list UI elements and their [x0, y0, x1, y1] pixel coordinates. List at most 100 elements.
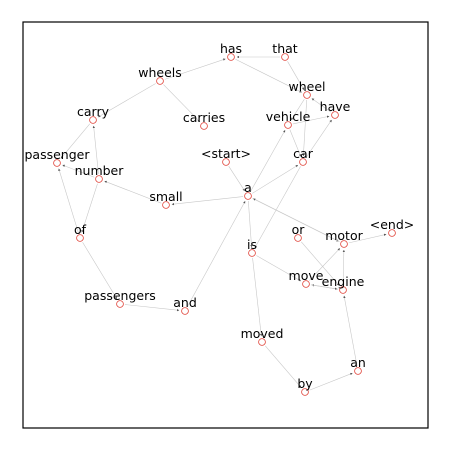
edge-have-to-wheel	[311, 98, 332, 113]
node-label-wheel: wheel	[289, 79, 326, 94]
node-label-passengers: passengers	[84, 288, 156, 303]
node-wheel: wheel	[289, 79, 326, 99]
node-that: that	[272, 41, 298, 61]
edge-motor-to-end	[348, 233, 387, 244]
node-label-motor: motor	[325, 228, 363, 243]
edge-small-to-number	[104, 180, 162, 204]
node-marker-start	[222, 158, 230, 166]
edge-move-to-motor	[309, 248, 341, 281]
node-wheels: wheels	[138, 65, 182, 85]
node-marker-have	[331, 111, 339, 119]
node-or: or	[292, 222, 306, 242]
node-marker-wheel	[303, 91, 311, 99]
edge-wheel-to-car	[302, 99, 308, 157]
node-label-a: a	[244, 180, 252, 195]
node-marker-engine	[339, 286, 347, 294]
edge-car-to-is	[254, 166, 301, 248]
edge-by-to-an	[309, 372, 353, 391]
edge-of-to-passenger	[58, 168, 79, 234]
edge-motor-to-a	[253, 198, 340, 243]
edge-has-to-wheel	[235, 58, 302, 93]
node-label-by: by	[297, 376, 313, 391]
node-marker-by	[301, 388, 309, 396]
node-number: number	[75, 163, 125, 183]
node-vehicle: vehicle	[266, 109, 311, 129]
edge-car-to-have	[305, 119, 332, 159]
node-marker-an	[354, 367, 362, 375]
edge-wheels-to-carry	[97, 83, 156, 118]
edge-of-to-passengers	[82, 242, 118, 300]
node-label-end: <end>	[370, 217, 415, 232]
node-marker-wheels	[156, 77, 164, 85]
node-label-car: car	[293, 146, 314, 161]
node-start: <start>	[201, 146, 251, 166]
edge-or-to-engine	[301, 241, 340, 286]
node-label-carry: carry	[77, 104, 110, 119]
node-marker-passengers	[116, 300, 124, 308]
edge-number-to-carry	[92, 125, 99, 175]
node-marker-carry	[89, 116, 97, 124]
node-and: and	[173, 295, 197, 315]
node-label-or: or	[292, 222, 306, 237]
edge-carry-to-passenger	[60, 123, 91, 159]
edge-an-to-engine	[343, 295, 358, 367]
node-passengers: passengers	[84, 288, 156, 308]
edge-number-to-passenger	[62, 164, 95, 178]
edge-passengers-to-and	[124, 304, 180, 312]
node-label-carries: carries	[183, 110, 225, 125]
node-label-is: is	[247, 237, 257, 252]
node-marker-car	[299, 158, 307, 166]
edge-move-to-engine	[310, 284, 338, 290]
node-marker-passenger	[53, 159, 61, 167]
node-has: has	[220, 41, 242, 61]
node-marker-move	[302, 280, 310, 288]
node-end: <end>	[370, 217, 415, 237]
node-label-an: an	[350, 355, 366, 370]
edge-wheels-to-has	[164, 58, 226, 80]
edge-and-to-a	[187, 201, 246, 307]
node-marker-a	[244, 192, 252, 200]
edge-start-to-a	[228, 166, 245, 192]
edge-a-to-small	[171, 196, 244, 206]
node-a: a	[244, 180, 252, 200]
node-an: an	[350, 355, 366, 375]
node-marker-number	[95, 175, 103, 183]
edge-wheels-to-carries	[163, 84, 201, 122]
node-label-that: that	[272, 41, 297, 56]
nodes-layer: has that wheels wheel have carry carries vehicl…	[25, 41, 415, 396]
edge-number-to-of	[81, 183, 98, 233]
node-marker-motor	[340, 240, 348, 248]
node-marker-and	[181, 307, 189, 315]
node-label-of: of	[74, 222, 87, 237]
edge-is-to-move	[256, 255, 302, 282]
edge-a-to-vehicle	[250, 130, 286, 192]
edge-that-to-wheel	[287, 61, 305, 91]
node-label-move: move	[289, 268, 324, 283]
node-marker-moved	[258, 338, 266, 346]
edge-wheel-to-vehicle	[290, 99, 305, 121]
node-marker-of	[76, 234, 84, 242]
diagram-frame	[22, 21, 429, 429]
edge-vehicle-to-have	[292, 115, 330, 125]
node-label-wheels: wheels	[138, 65, 182, 80]
node-passenger: passenger	[25, 147, 90, 167]
edge-moved-to-by	[265, 345, 302, 388]
node-is: is	[247, 237, 257, 257]
node-label-vehicle: vehicle	[266, 109, 311, 124]
node-label-and: and	[173, 295, 197, 310]
node-label-number: number	[75, 163, 125, 178]
node-marker-small	[162, 201, 170, 209]
node-carries: carries	[183, 110, 225, 130]
node-of: of	[74, 222, 87, 242]
node-label-start: <start>	[201, 146, 251, 161]
edge-engine-to-motor	[342, 249, 346, 286]
node-small: small	[149, 189, 183, 209]
node-have: have	[320, 99, 351, 119]
node-label-has: has	[220, 41, 242, 56]
node-car: car	[293, 146, 314, 166]
node-label-have: have	[320, 99, 351, 114]
node-label-small: small	[149, 189, 182, 204]
node-marker-or	[294, 234, 302, 242]
node-marker-vehicle	[284, 121, 292, 129]
